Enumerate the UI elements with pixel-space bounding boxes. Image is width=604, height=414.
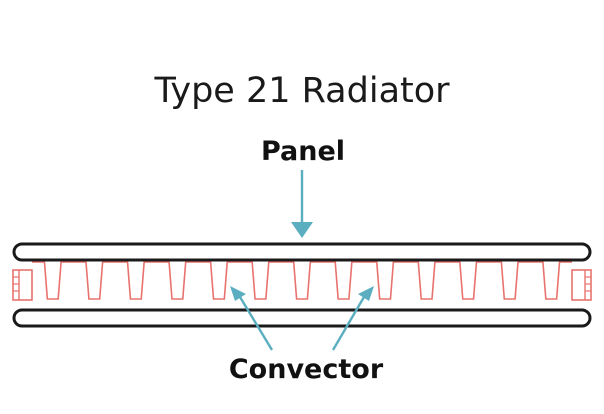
diagram-title: Type 21 Radiator [153,71,450,111]
convector-arrow-left-shaft [238,296,274,351]
panel-arrow-head [291,222,313,238]
bottom-panel [12,308,592,328]
top-panel [12,242,592,262]
convector-arrow-right-head [358,286,374,301]
convector-fins [32,261,572,300]
convector [12,261,592,301]
convector-arrow-right-shaft [331,296,366,351]
panel-label: Panel [261,136,345,167]
left-end-cap [12,269,33,301]
right-end-cap [571,269,592,301]
arrows [230,170,374,351]
convector-label: Convector [229,354,384,385]
end-caps [12,269,592,301]
panels [12,242,592,328]
convector-arrow-left-head [230,286,246,301]
